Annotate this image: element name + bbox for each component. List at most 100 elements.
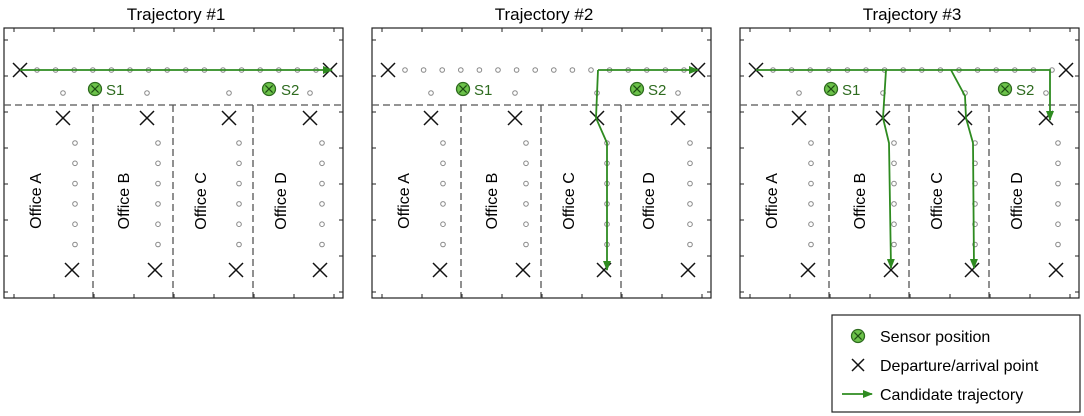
panel-title: Trajectory #3: [863, 5, 962, 24]
cross-icon: [302, 110, 318, 126]
grid-point: [523, 180, 529, 187]
cross-icon: [589, 110, 605, 126]
grid-point: [808, 241, 814, 248]
office-label-a: Office A: [396, 173, 413, 229]
grid-point: [72, 160, 78, 167]
grid-point: [1055, 160, 1061, 167]
sensor-label-s2: S2: [648, 82, 666, 99]
sensor-label-s2: S2: [281, 82, 299, 99]
sensor-label-s1: S1: [842, 82, 860, 99]
grid-point: [155, 241, 161, 248]
grid-point: [236, 180, 242, 187]
grid-point: [155, 201, 161, 207]
office-label-a: Office A: [764, 173, 781, 229]
grid-point: [72, 180, 78, 187]
grid-point: [72, 201, 78, 207]
cross-icon: [596, 262, 612, 278]
sensor-icon: [850, 328, 866, 344]
grid-point: [532, 67, 539, 73]
grid-point: [72, 221, 78, 227]
office-label-a: Office A: [28, 173, 45, 229]
grid-point: [523, 201, 529, 207]
cross-icon: [139, 110, 155, 126]
cross-icon: [964, 262, 980, 278]
grid-point: [307, 90, 313, 96]
grid-point: [808, 221, 814, 227]
grid-point: [476, 67, 483, 73]
office-label-d: Office D: [273, 172, 290, 230]
legend-item-departure: Departure/arrival point: [851, 358, 1039, 375]
office-label-d: Office D: [1009, 172, 1026, 230]
grid-point: [440, 221, 446, 227]
grid-point: [891, 140, 897, 146]
cross-icon: [1058, 62, 1074, 78]
grid-point: [523, 241, 529, 248]
legend-label-sensor: Sensor position: [880, 329, 990, 346]
cross-icon: [423, 110, 439, 126]
grid-point: [495, 67, 501, 73]
trajectory-path: [882, 69, 895, 269]
office-dividers: [460, 105, 622, 298]
grid-points: [34, 67, 325, 248]
grid-point: [1055, 241, 1061, 248]
cross-icon: [64, 262, 80, 278]
grid-point: [687, 221, 693, 227]
cross-icon: [221, 110, 237, 126]
office-label-b: Office B: [116, 173, 133, 230]
panel-ticks: [372, 28, 711, 298]
office-label-c: Office C: [929, 172, 946, 230]
grid-point: [155, 180, 161, 187]
legend: Sensor position Departure/arrival point …: [831, 314, 1081, 413]
office-dividers: [92, 105, 254, 298]
cross-icon: [515, 262, 531, 278]
panel-ticks: [4, 28, 343, 298]
grid-point: [523, 221, 529, 227]
cross-icon: [312, 262, 328, 278]
grid-point: [155, 140, 161, 146]
cross-icon: [851, 358, 865, 372]
grid-point: [523, 160, 529, 167]
legend-item-trajectory: Candidate trajectory: [842, 387, 1023, 404]
grid-point: [236, 221, 242, 227]
cross-icon: [507, 110, 523, 126]
grid-point: [440, 180, 446, 187]
legend-label-departure: Departure/arrival point: [880, 358, 1039, 375]
panel-title: Trajectory #2: [495, 5, 594, 24]
grid-point: [569, 67, 576, 73]
grid-point: [687, 180, 693, 187]
grid-point: [60, 90, 66, 96]
grid-point: [891, 241, 897, 248]
cross-icon: [55, 110, 71, 126]
sensor-label-s1: S1: [474, 82, 492, 99]
office-dividers: [828, 105, 990, 298]
panel-2: Trajectory #2 S1 S2 Office A Office B Of…: [371, 5, 712, 299]
grid-point: [1055, 140, 1061, 146]
cross-icon: [228, 262, 244, 278]
grid-point: [687, 241, 693, 248]
cross-icon: [680, 262, 696, 278]
cross-icon: [432, 262, 448, 278]
trajectory-path: [950, 69, 978, 269]
grid-point: [687, 160, 693, 167]
sensor-icon: [261, 81, 277, 97]
sensor-label-s1: S1: [106, 82, 124, 99]
sensors: S1 S2: [87, 81, 299, 99]
panel-title: Trajectory #1: [127, 5, 226, 24]
grid-point: [420, 67, 427, 73]
office-label-b: Office B: [484, 173, 501, 230]
grid-point: [144, 90, 150, 96]
grid-point: [513, 67, 520, 73]
cross-icon: [670, 110, 686, 126]
panel-3: Trajectory #3 S1 S2 Office A Office B Of…: [739, 5, 1080, 299]
cross-icon: [1048, 262, 1064, 278]
grid-point: [236, 241, 242, 248]
grid-point: [428, 90, 434, 96]
grid-point: [458, 67, 464, 73]
grid-point: [439, 67, 446, 73]
grid-point: [319, 221, 325, 227]
panel-ticks: [740, 28, 1079, 298]
grid-point: [440, 140, 446, 146]
grid-point: [687, 201, 693, 207]
grid-point: [440, 160, 446, 167]
grid-point: [796, 90, 802, 96]
